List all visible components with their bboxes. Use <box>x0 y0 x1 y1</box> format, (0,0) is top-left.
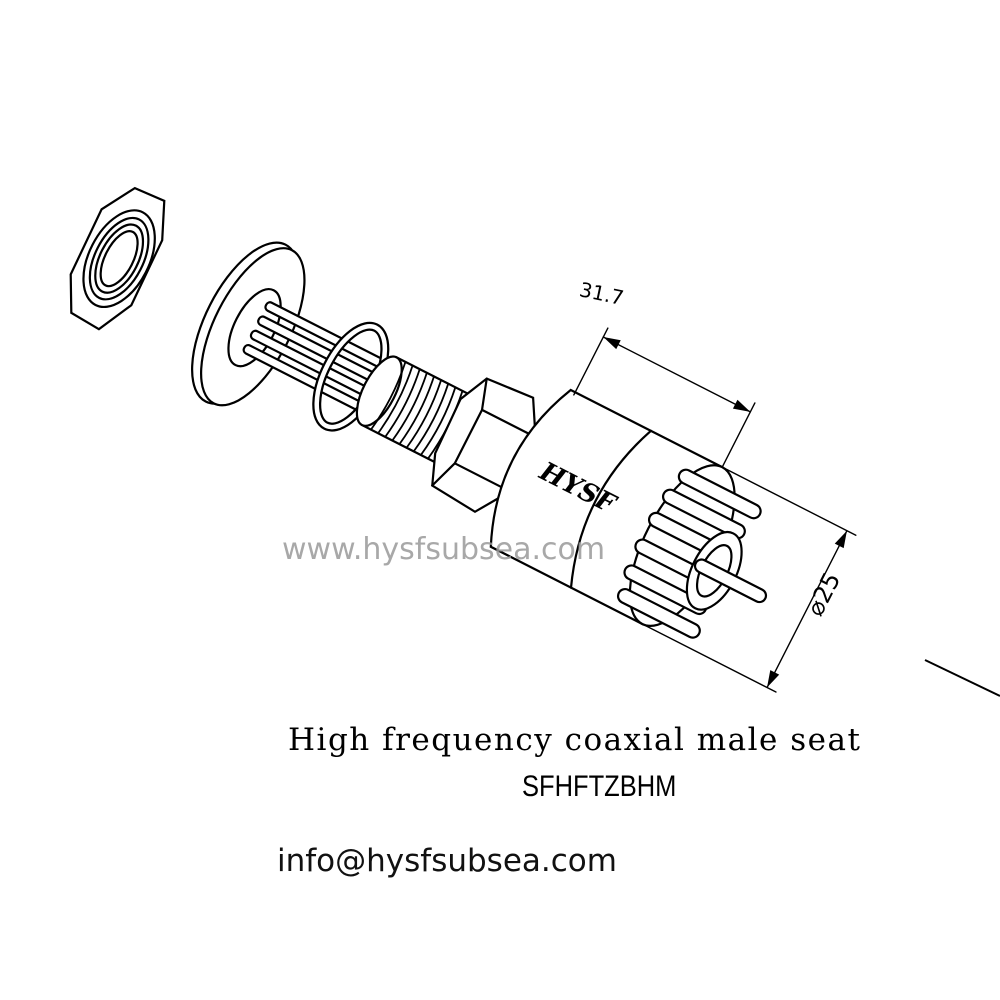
diameter-dimension <box>641 466 857 693</box>
diameter-dimension-label: ⌀25 <box>801 568 846 621</box>
watermark: www.hysfsubsea.com <box>282 532 606 567</box>
rear-pins <box>242 301 402 420</box>
product-title: High frequency coaxial male seat <box>288 722 862 758</box>
length-dimension-label: 31.7 <box>577 277 626 310</box>
edge-line <box>924 659 1000 697</box>
contact-email: info@hysfsubsea.com <box>277 843 617 879</box>
washer <box>191 241 306 407</box>
hex-nut <box>69 186 166 331</box>
length-dimension <box>573 327 756 468</box>
model-number: SFHFTZBHM <box>522 770 677 803</box>
contact-pins <box>616 468 768 639</box>
